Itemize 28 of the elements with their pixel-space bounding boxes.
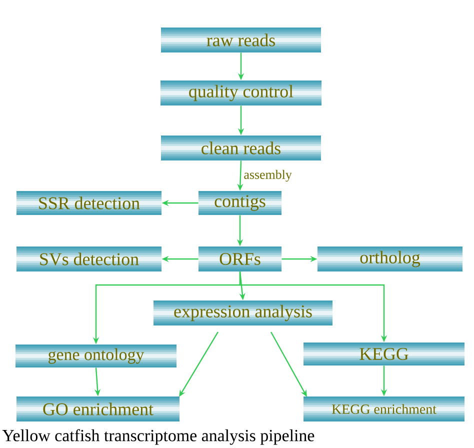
process-box: SSR detection [16, 191, 162, 215]
node-label: KEGG [360, 348, 408, 360]
node-label: contigs [214, 195, 266, 211]
process-box: ORFs [198, 246, 282, 272]
process-box: expression analysis [154, 300, 332, 326]
process-box: clean reads [161, 136, 321, 160]
edge-label: assembly [244, 170, 292, 182]
process-box: KEGG [304, 342, 464, 366]
process-box: KEGG enrichment [304, 396, 464, 422]
node-label: clean reads [202, 142, 280, 154]
process-box: SVs detection [16, 246, 162, 272]
node-label: quality control [189, 84, 294, 102]
node-label: SVs detection [40, 252, 139, 266]
node-label: GO enrichment [43, 402, 154, 416]
caption: Yellow catfish transcriptome analysis pipeline [2, 429, 314, 445]
process-box: GO enrichment [16, 396, 180, 422]
node-label: ortholog [360, 250, 420, 268]
node-label: KEGG enrichment [332, 404, 436, 414]
node-label: raw reads [206, 34, 275, 46]
node-label: expression analysis [174, 304, 312, 322]
node-label: SSR detection [39, 196, 140, 210]
process-box: ortholog [318, 246, 462, 272]
process-box: quality control [160, 80, 322, 106]
process-box: contigs [198, 191, 282, 215]
process-box: raw reads [161, 28, 321, 52]
node-label: gene ontology [48, 348, 144, 364]
process-box: gene ontology [16, 344, 176, 368]
node-label: ORFs [220, 252, 260, 266]
